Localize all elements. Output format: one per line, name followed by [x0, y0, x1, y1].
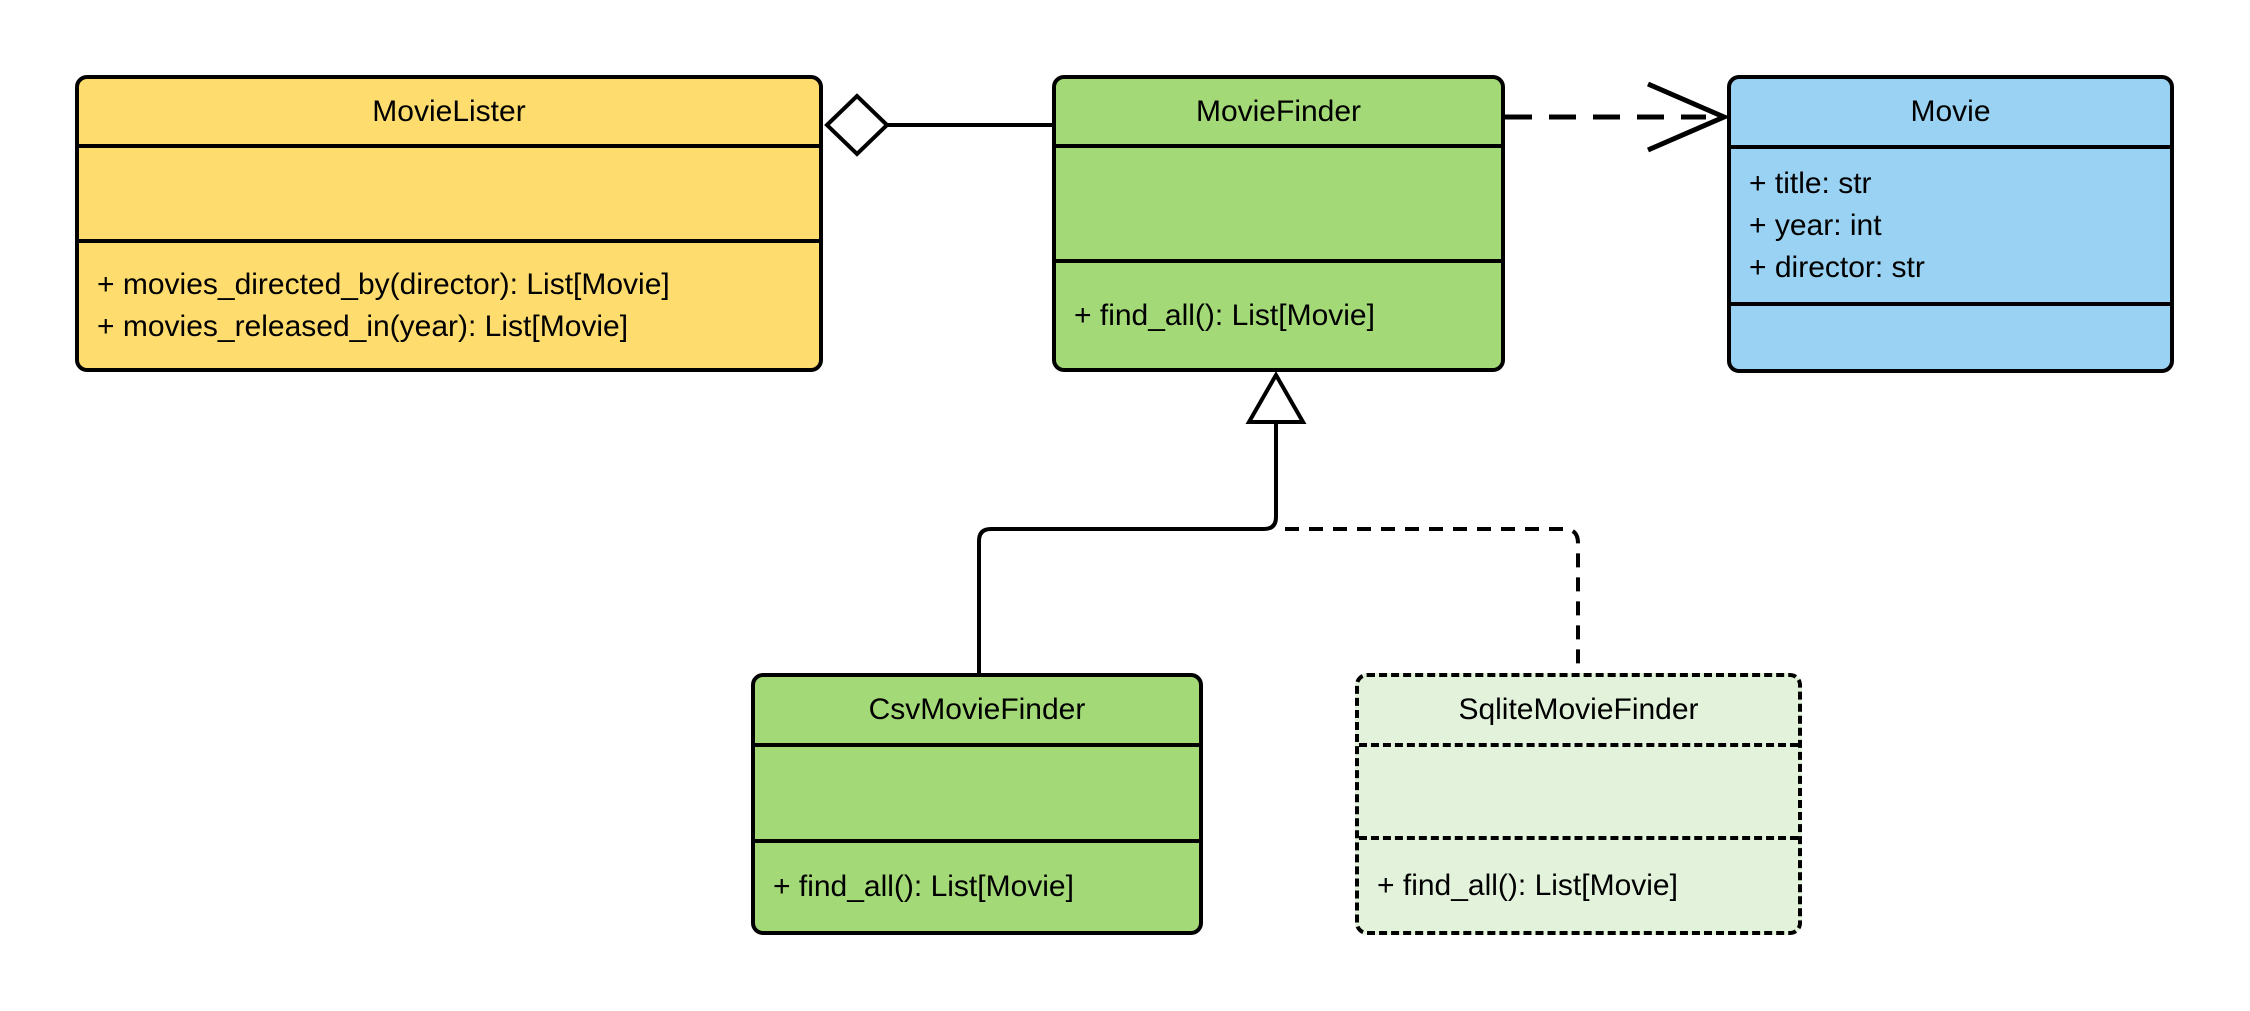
methods-compartment: + find_all(): List[Movie] — [755, 839, 1199, 931]
aggregation-diamond-icon — [824, 93, 890, 157]
attributes-compartment — [1359, 743, 1798, 836]
dependency-connector — [1505, 81, 1731, 153]
class-title: MovieFinder — [1195, 94, 1362, 128]
methods-compartment: + movies_directed_by(director): List[Mov… — [79, 239, 819, 368]
aggregation-connector — [824, 93, 1052, 157]
method-entry: + find_all(): List[Movie] — [1377, 868, 1678, 902]
attribute-entry: + title: str — [1749, 166, 1872, 200]
class-box-movie: Movie + title: str + year: int + directo… — [1727, 75, 2174, 373]
attributes-compartment — [79, 144, 819, 239]
methods-compartment: + find_all(): List[Movie] — [1056, 259, 1501, 368]
class-box-csvmoviefinder: CsvMovieFinder + find_all(): List[Movie] — [751, 673, 1203, 935]
class-box-moviefinder: MovieFinder + find_all(): List[Movie] — [1052, 75, 1505, 372]
class-box-movielister: MovieLister + movies_directed_by(directo… — [75, 75, 823, 372]
methods-compartment: + find_all(): List[Movie] — [1359, 836, 1798, 931]
attributes-compartment — [1056, 144, 1501, 259]
method-entry: + movies_directed_by(director): List[Mov… — [97, 267, 670, 301]
methods-compartment — [1731, 302, 2170, 369]
class-box-sqlitemoviefinder: SqliteMovieFinder + find_all(): List[Mov… — [1355, 673, 1802, 935]
class-title: Movie — [1910, 95, 1991, 128]
class-title: SqliteMovieFinder — [1458, 693, 1699, 726]
class-title: MovieLister — [372, 94, 526, 128]
attribute-entry: + year: int — [1749, 208, 1882, 242]
inheritance-triangle-icon — [1245, 370, 1307, 424]
attributes-compartment — [755, 743, 1199, 839]
method-entry: + find_all(): List[Movie] — [1074, 298, 1375, 332]
attribute-entry: + director: str — [1749, 250, 1925, 284]
method-entry: + find_all(): List[Movie] — [773, 870, 1074, 903]
inheritance-connector-dashed — [1285, 527, 1580, 673]
method-entry: + movies_released_in(year): List[Movie] — [97, 309, 629, 343]
class-title: CsvMovieFinder — [868, 693, 1086, 726]
dependency-arrowhead-icon — [1647, 81, 1731, 153]
inheritance-connector-solid — [977, 370, 1307, 673]
attributes-compartment: + title: str + year: int + director: str — [1731, 145, 2170, 302]
